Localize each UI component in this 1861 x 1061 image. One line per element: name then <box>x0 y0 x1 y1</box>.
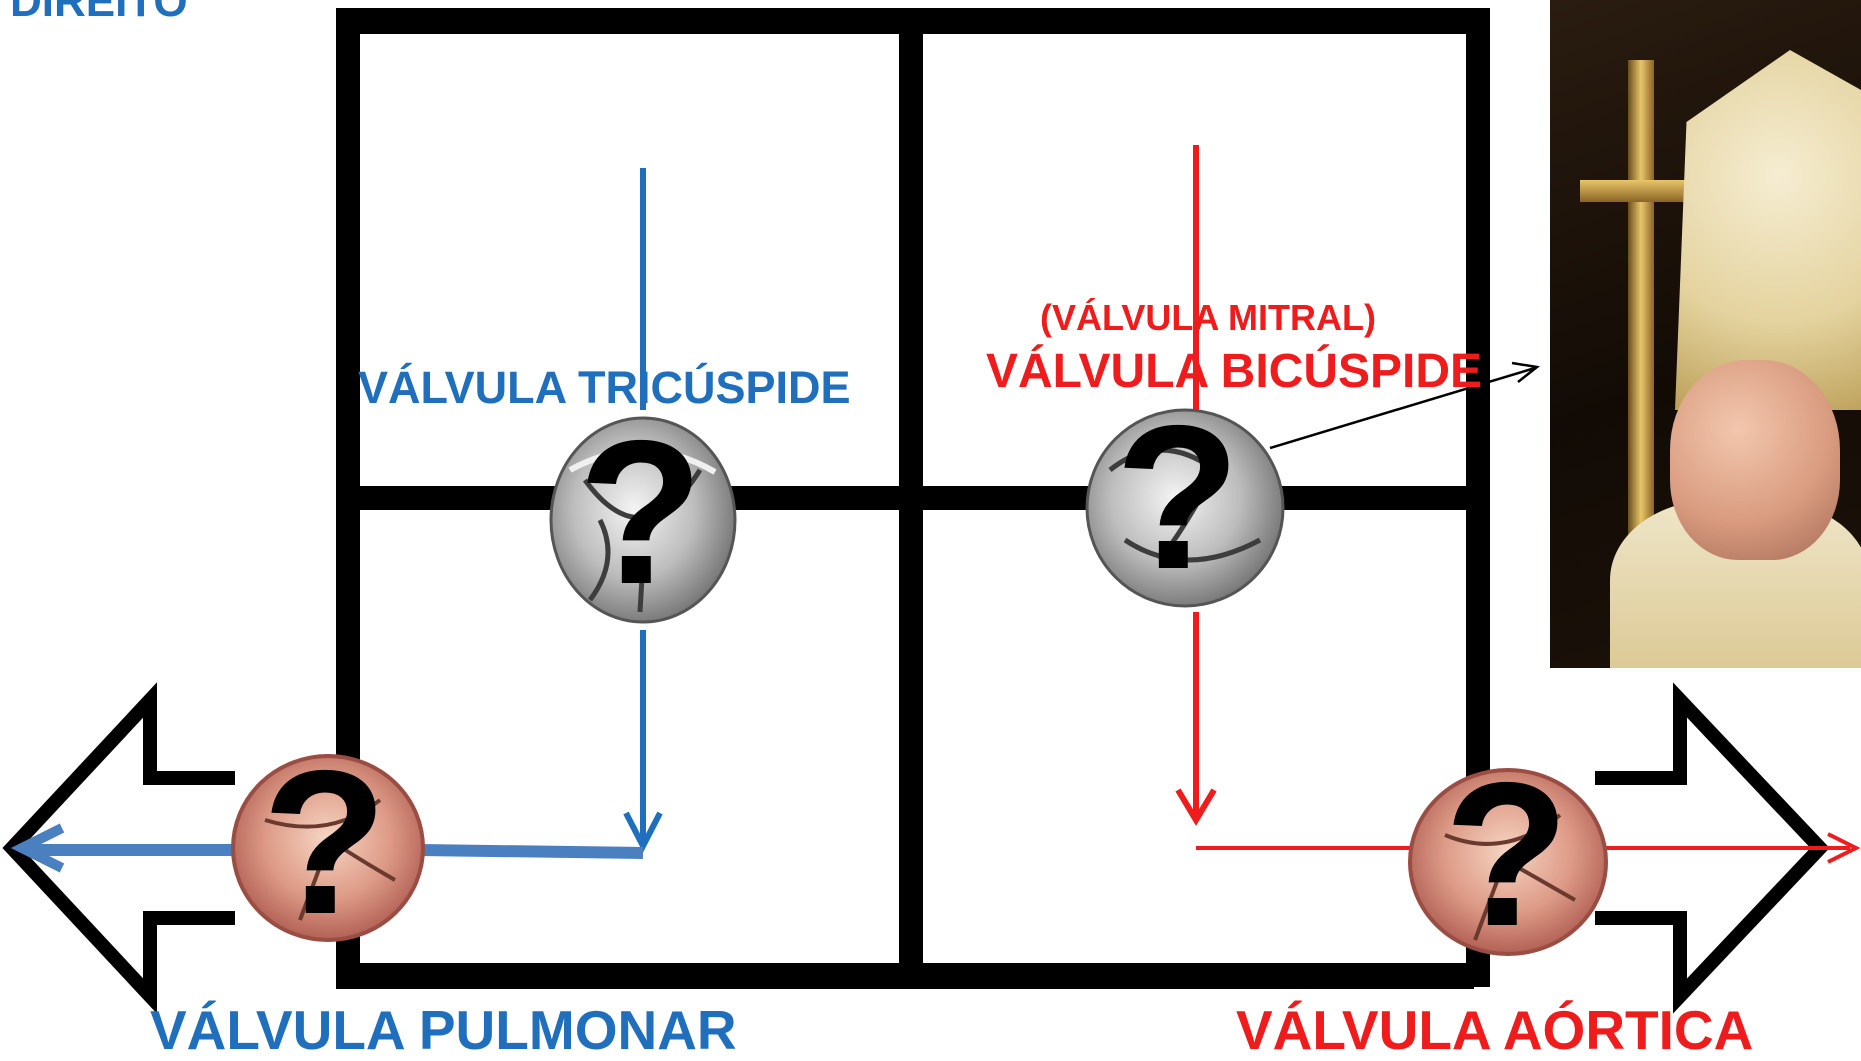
crozier-crossbar <box>1580 180 1705 202</box>
bicuspid-label: VÁLVULA BICÚSPIDE <box>986 345 1483 398</box>
question-mark-bicuspid: ? <box>1115 383 1241 612</box>
pointer-arrow <box>1269 361 1541 450</box>
top-left-fragment-label: DIREITO <box>10 0 188 26</box>
pope-photo <box>1550 0 1861 668</box>
question-mark-tricuspid: ? <box>578 398 704 627</box>
aortic-valve-icon <box>1408 768 1608 956</box>
left-heart-flow <box>1175 145 1861 864</box>
question-mark-pulmonary: ? <box>262 728 388 957</box>
aortic-label: VÁLVULA AÓRTICA <box>1236 999 1754 1061</box>
bicuspid-valve-icon <box>1085 408 1285 608</box>
question-mark-aortic: ? <box>1444 740 1570 969</box>
heart-chambers-frame <box>336 8 1490 989</box>
pulmonary-valve-icon <box>231 754 425 942</box>
tricuspid-label: VÁLVULA TRICÚSPIDE <box>358 362 851 413</box>
mitral-label: (VÁLVULA MITRAL) <box>1040 297 1376 338</box>
tricuspid-valve-icon <box>549 416 737 624</box>
mitre-hat <box>1675 50 1861 410</box>
right-heart-flow <box>10 168 663 873</box>
pulmonary-label: VÁLVULA PULMONAR <box>150 999 737 1061</box>
face <box>1670 360 1840 560</box>
